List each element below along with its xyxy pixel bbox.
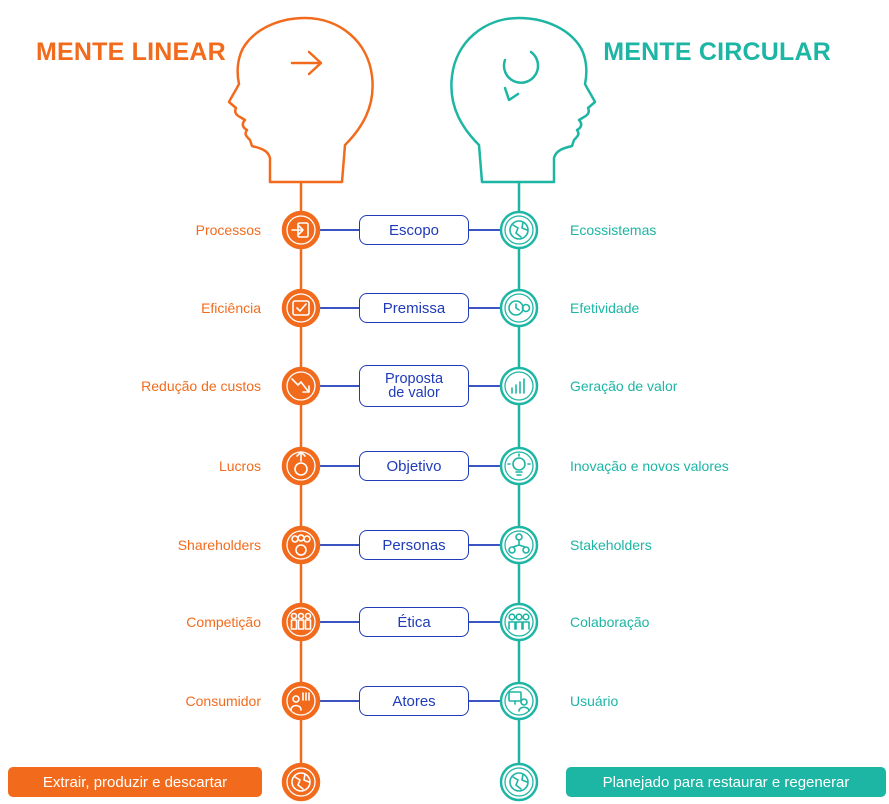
gear-clock-icon [499,288,539,328]
money-up-icon [281,446,321,486]
globe-icon [499,762,539,802]
dimension-pill: Proposta de valor [359,365,469,407]
linear-trait-label: Shareholders [177,537,261,553]
consumer-barcode-icon [281,681,321,721]
linear-trait-label: Competição [186,614,261,630]
linear-trait-label: Processos [195,222,261,238]
globe-icon [281,762,321,802]
circular-mind-title: MENTE CIRCULAR [603,38,831,66]
trend-down-icon [281,366,321,406]
circular-trait-label: Colaboração [570,614,650,630]
checkbox-icon [281,288,321,328]
investors-icon [281,525,321,565]
linear-head-icon [227,16,374,184]
network-people-icon [499,525,539,565]
circular-trait-label: Inovação e novos valores [570,458,729,474]
circular-trait-label: Usuário [570,693,619,709]
circular-trait-label: Efetividade [570,300,640,316]
dimension-pill: Premissa [359,293,469,323]
dimension-pill: Objetivo [359,451,469,481]
linear-mind-title: MENTE LINEAR [36,38,226,66]
linear-trait-label: Lucros [218,458,261,474]
lightbulb-icon [499,446,539,486]
linear-trait-label: Eficiência [201,300,261,316]
dimension-pill: Atores [359,686,469,716]
competitors-icon [281,602,321,642]
team-icon [499,602,539,642]
login-icon [281,210,321,250]
circular-trait-label: Geração de valor [570,378,678,394]
circular-trait-label: Ecossistemas [570,222,657,238]
dimension-pill: Personas [359,530,469,560]
user-screen-icon [499,681,539,721]
bar-chart-icon [499,366,539,406]
circular-head-icon [450,16,597,184]
globe-icon [499,210,539,250]
dimension-pill: Escopo [359,215,469,245]
linear-trait-label: Consumidor [185,693,261,709]
circular-trait-label: Stakeholders [570,537,652,553]
circular-footer-banner: Planejado para restaurar e regenerar [566,767,886,797]
linear-footer-banner: Extrair, produzir e descartar [8,767,262,797]
dimension-pill: Ética [359,607,469,637]
linear-trait-label: Redução de custos [141,378,261,394]
